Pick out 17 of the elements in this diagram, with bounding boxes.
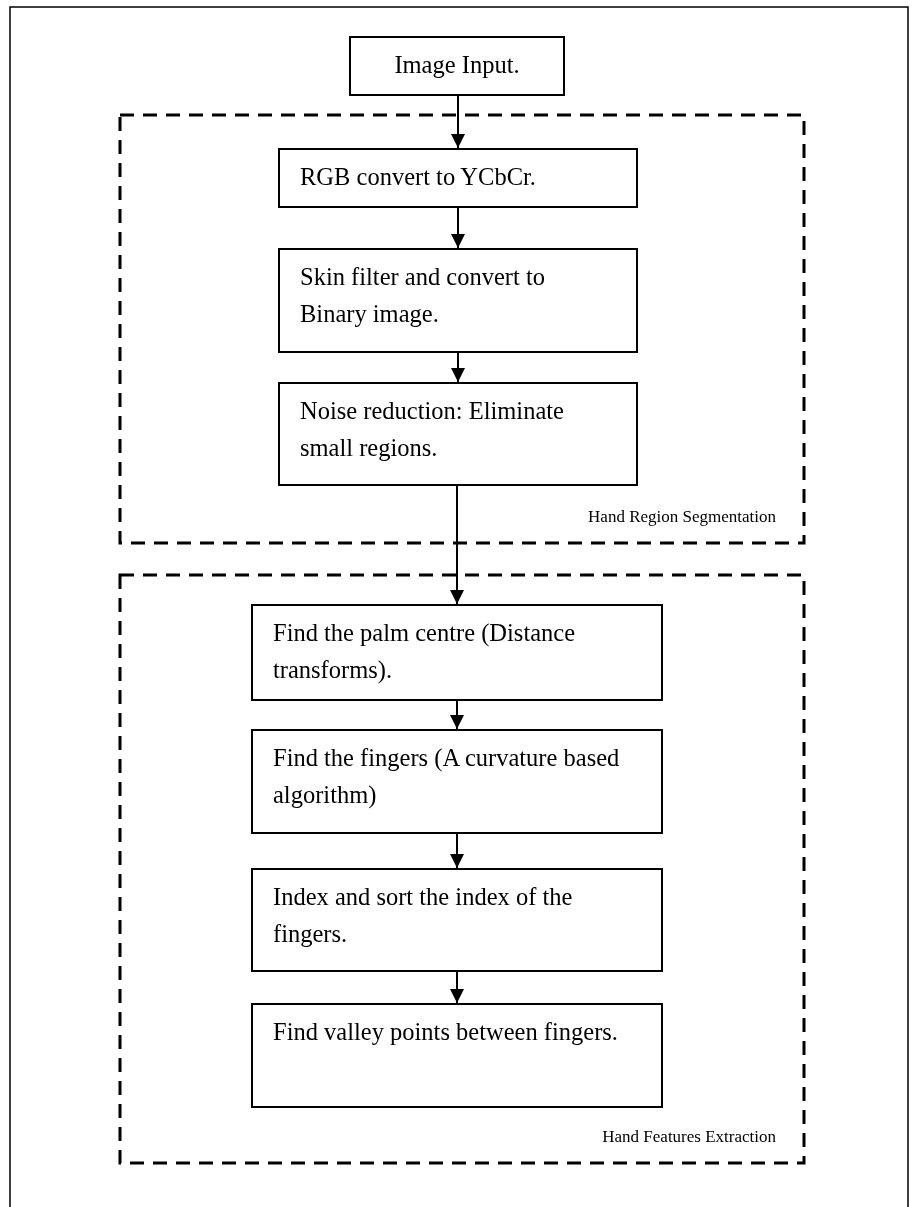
arrow <box>451 207 465 249</box>
process-box: RGB convert to YCbCr. <box>278 148 638 208</box>
arrow <box>450 485 464 605</box>
process-box: Find the palm centre (Distance transforms). <box>251 604 663 701</box>
arrow <box>451 352 465 383</box>
process-box: Noise reduction: Eliminate small regions. <box>278 382 638 486</box>
group-label: Hand Features Extraction <box>602 1127 776 1147</box>
process-box: Index and sort the index of the fingers. <box>251 868 663 972</box>
arrow <box>450 700 464 730</box>
arrow <box>450 971 464 1004</box>
process-box: Image Input. <box>349 36 565 96</box>
arrow <box>451 95 465 149</box>
process-box: Find valley points between fingers. <box>251 1003 663 1108</box>
process-box: Find the fingers (A curvature based algorithm) <box>251 729 663 834</box>
process-box: Skin filter and convert to Binary image. <box>278 248 638 353</box>
arrow <box>450 833 464 869</box>
group-label: Hand Region Segmentation <box>588 507 776 527</box>
